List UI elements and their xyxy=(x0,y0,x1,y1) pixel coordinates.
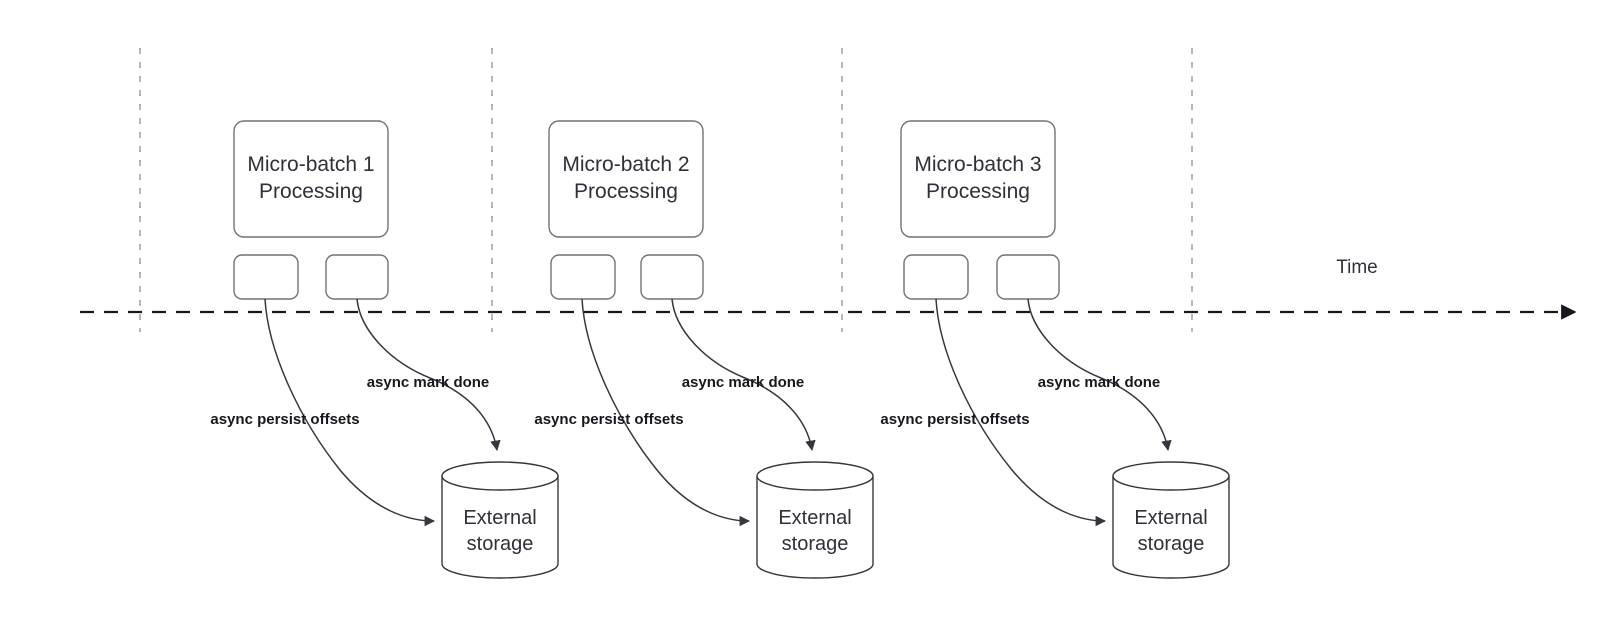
micro-batch-processing-box[interactable] xyxy=(548,120,704,238)
async-mark-done-edge xyxy=(356,298,501,452)
async-persist-offsets-edge-label: async persist offsets xyxy=(534,411,683,428)
async-persist-offsets-edge xyxy=(264,298,436,527)
async-mark-done-edge xyxy=(1027,298,1172,452)
async-mark-done-edge-label: async mark done xyxy=(1038,374,1161,391)
async-persist-offsets-edge xyxy=(581,298,751,527)
micro-batch-label-line1: Micro-batch 3 xyxy=(914,153,1041,176)
external-storage-label-line2: storage xyxy=(782,533,849,555)
micro-batch-label-line2: Processing xyxy=(574,180,678,203)
external-storage-cylinder-body[interactable] xyxy=(1112,476,1230,579)
external-storage-label-line2: storage xyxy=(467,533,534,555)
async-persist-offsets-edge-label: async persist offsets xyxy=(880,411,1029,428)
async-persist-offsets-edge xyxy=(935,298,1107,527)
external-storage-cylinder-body[interactable] xyxy=(441,476,559,579)
mark-done-task-box[interactable] xyxy=(325,254,389,300)
micro-batch-label-line2: Processing xyxy=(926,180,1030,203)
external-storage-label-line2: storage xyxy=(1138,533,1205,555)
external-storage-label-line1: External xyxy=(1134,507,1207,529)
external-storage-cylinder-top xyxy=(1112,461,1230,491)
external-storage-cylinder-body[interactable] xyxy=(756,476,874,579)
async-mark-done-edge-label: async mark done xyxy=(367,374,490,391)
async-mark-done-edge-label: async mark done xyxy=(682,374,805,391)
micro-batch-label-line1: Micro-batch 2 xyxy=(562,153,689,176)
time-axis-label: Time xyxy=(1336,257,1378,278)
external-storage-label-line1: External xyxy=(778,507,851,529)
micro-batch-processing-box[interactable] xyxy=(233,120,389,238)
micro-batch-label-line1: Micro-batch 1 xyxy=(247,153,374,176)
micro-batch-label-line2: Processing xyxy=(259,180,363,203)
mark-done-task-box[interactable] xyxy=(640,254,704,300)
mark-done-task-box[interactable] xyxy=(996,254,1060,300)
external-storage-cylinder-top xyxy=(441,461,559,491)
persist-offsets-task-box[interactable] xyxy=(903,254,969,300)
micro-batch-processing-box[interactable] xyxy=(900,120,1056,238)
external-storage-label-line1: External xyxy=(463,507,536,529)
external-storage-cylinder-top xyxy=(756,461,874,491)
async-persist-offsets-edge-label: async persist offsets xyxy=(210,411,359,428)
async-mark-done-edge xyxy=(671,298,816,452)
persist-offsets-task-box[interactable] xyxy=(233,254,299,300)
persist-offsets-task-box[interactable] xyxy=(550,254,616,300)
